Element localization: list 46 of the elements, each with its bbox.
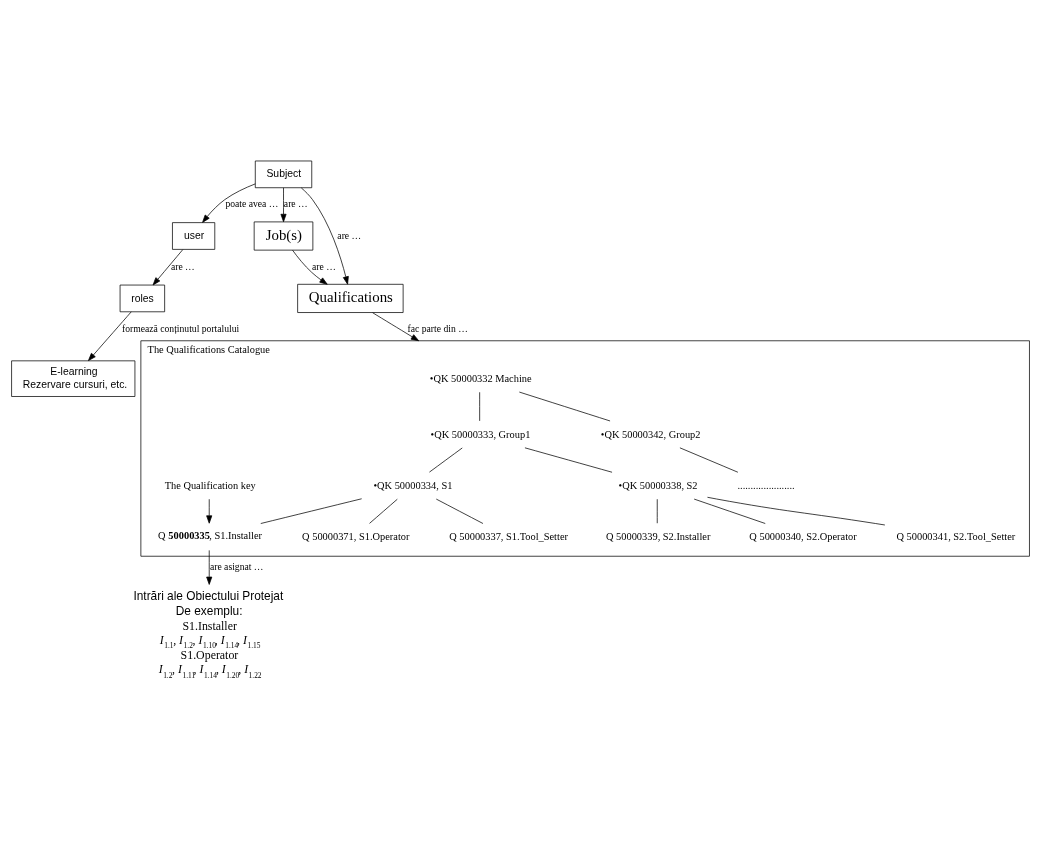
node-text: Q 50000339, S2.Installer bbox=[605, 531, 711, 543]
connector bbox=[524, 447, 613, 473]
connector bbox=[429, 447, 463, 473]
connector bbox=[707, 496, 886, 526]
edge-label: poate avea … bbox=[225, 198, 279, 210]
arrow bbox=[280, 187, 287, 223]
node-box: roles bbox=[119, 284, 165, 313]
arrow bbox=[88, 311, 132, 361]
edge-label: are … bbox=[170, 260, 195, 272]
arrow bbox=[292, 249, 328, 285]
node-box: Subject bbox=[254, 160, 313, 189]
node-text: Q 50000371, S1.Operator bbox=[302, 531, 410, 543]
node-text: The Qualification key bbox=[164, 479, 256, 491]
arrow bbox=[206, 550, 213, 585]
node-text: •QK 50000342, Group2 bbox=[600, 428, 701, 440]
arrow bbox=[372, 312, 420, 342]
connector bbox=[679, 447, 739, 473]
connector bbox=[518, 391, 611, 422]
edge-label: formează conținutul portalului bbox=[121, 323, 240, 335]
node-box: user bbox=[172, 222, 216, 250]
connector bbox=[435, 498, 484, 524]
arrow bbox=[300, 187, 349, 285]
node-box: E-learning Rezervare cursuri, etc. bbox=[11, 360, 136, 397]
node-text: Q 50000337, S1.Tool_Setter bbox=[449, 531, 568, 543]
node-text: •QK 50000334, S1 bbox=[373, 479, 453, 491]
edge-label: are … bbox=[283, 198, 308, 210]
arrow bbox=[202, 183, 256, 223]
arrow bbox=[206, 498, 213, 524]
node-box: Qualifications bbox=[297, 283, 404, 313]
edge-label: are … bbox=[312, 260, 336, 272]
node-text: Q 50000335, S1.Installer bbox=[157, 530, 263, 542]
node-text: •QK 50000338, S2 bbox=[618, 479, 698, 491]
connector bbox=[260, 498, 363, 524]
edge-label: are asignat … bbox=[209, 560, 264, 572]
node-text: •QK 50000333, Group1 bbox=[430, 428, 531, 440]
edge-label: are … bbox=[337, 229, 362, 241]
node-text: ...................... bbox=[737, 479, 795, 491]
node-box: Job(s) bbox=[253, 221, 314, 251]
node-text: Q 50000340, S2.Operator bbox=[749, 531, 857, 543]
node-text: Intrări ale Obiectului Protejat De exemplu: S1.Installer I$_{1.1}$, I$_{1.2}$, I$_{1.10}$, I$_{1.14}$, I$_{1.15}$ S1.Operator I$_{1.2}$, I$_{1.11}$, I$_{1.14}$, I$_{1.20}$, I$_{1.22}$ bbox=[133, 588, 284, 680]
node-text: •QK 50000332 Machine bbox=[429, 372, 532, 384]
arrow bbox=[152, 249, 184, 286]
edge-label: fac parte din … bbox=[407, 323, 468, 335]
connector bbox=[369, 498, 398, 524]
connector bbox=[693, 498, 766, 524]
node-text: Q 50000341, S2.Tool_Setter bbox=[896, 531, 1016, 543]
